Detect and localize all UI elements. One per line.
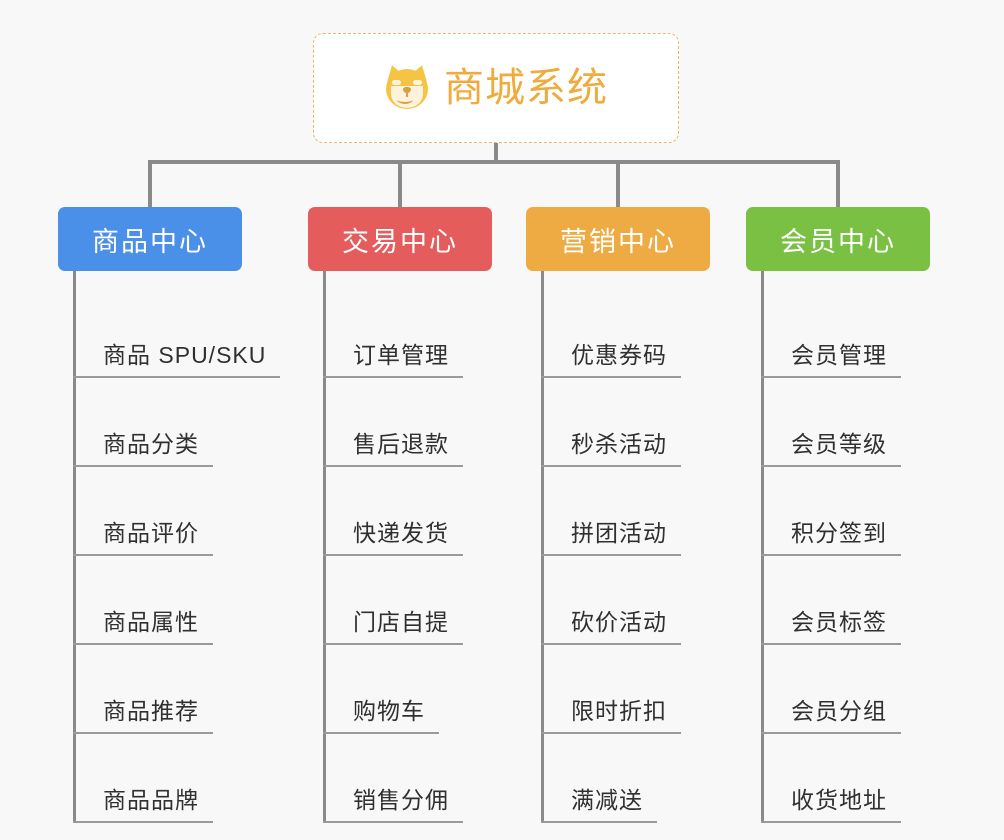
connector-root-stem [494, 143, 498, 164]
branch-header-product-center[interactable]: 商品中心 [58, 207, 242, 271]
leaf-label: 秒杀活动 [541, 425, 681, 467]
connector-drop-product-center [148, 160, 152, 207]
branch-header-label: 商品中心 [92, 226, 208, 257]
leaf-label: 订单管理 [323, 336, 463, 378]
leaf-label: 商品推荐 [73, 692, 213, 734]
leaf-label: 门店自提 [323, 603, 463, 645]
list-item[interactable]: 拼团活动 [526, 467, 756, 556]
list-item[interactable]: 会员分组 [746, 645, 976, 734]
leaf-label: 收货地址 [761, 781, 901, 823]
leaf-label: 商品属性 [73, 603, 213, 645]
connector-drop-member-center [836, 160, 840, 207]
list-item[interactable]: 优惠券码 [526, 289, 756, 378]
list-item[interactable]: 收货地址 [746, 734, 976, 823]
branch-header-label: 交易中心 [342, 226, 458, 257]
leaf-label: 销售分佣 [323, 781, 463, 823]
list-item[interactable]: 商品分类 [58, 378, 298, 467]
list-item[interactable]: 门店自提 [308, 556, 538, 645]
list-item[interactable]: 商品 SPU/SKU [58, 289, 298, 378]
leaf-label: 商品品牌 [73, 781, 213, 823]
list-item[interactable]: 购物车 [308, 645, 538, 734]
leaf-label: 商品 SPU/SKU [73, 336, 281, 378]
leaf-label: 满减送 [541, 781, 657, 823]
list-item[interactable]: 会员标签 [746, 556, 976, 645]
branch-trunk [73, 271, 76, 823]
list-item[interactable]: 会员管理 [746, 289, 976, 378]
branch-header-label: 营销中心 [560, 226, 676, 257]
leaf-label: 拼团活动 [541, 514, 681, 556]
branch-trunk [541, 271, 544, 823]
branch-member-center: 会员中心 会员管理 会员等级 积分签到 会员标签 会员分组 收货地址 [746, 207, 976, 823]
list-item[interactable]: 砍价活动 [526, 556, 756, 645]
leaf-label: 会员管理 [761, 336, 901, 378]
branch-body-trade-center: 订单管理 售后退款 快递发货 门店自提 购物车 销售分佣 [308, 271, 538, 823]
branch-header-label: 会员中心 [780, 226, 896, 257]
branch-marketing-center: 营销中心 优惠券码 秒杀活动 拼团活动 砍价活动 限时折扣 满减送 [526, 207, 756, 823]
branch-header-marketing-center[interactable]: 营销中心 [526, 207, 710, 271]
list-item[interactable]: 限时折扣 [526, 645, 756, 734]
list-item[interactable]: 秒杀活动 [526, 378, 756, 467]
leaf-label: 会员标签 [761, 603, 901, 645]
leaf-label: 售后退款 [323, 425, 463, 467]
list-item[interactable]: 会员等级 [746, 378, 976, 467]
branch-header-member-center[interactable]: 会员中心 [746, 207, 930, 271]
branch-trunk [761, 271, 764, 823]
list-item[interactable]: 满减送 [526, 734, 756, 823]
connector-horizontal-bus [150, 160, 840, 164]
list-item[interactable]: 商品推荐 [58, 645, 298, 734]
list-item[interactable]: 销售分佣 [308, 734, 538, 823]
list-item[interactable]: 积分签到 [746, 467, 976, 556]
branch-body-member-center: 会员管理 会员等级 积分签到 会员标签 会员分组 收货地址 [746, 271, 976, 823]
root-title: 商城系统 [444, 66, 608, 110]
list-item[interactable]: 商品评价 [58, 467, 298, 556]
root-node[interactable]: 商城系统 [313, 33, 679, 143]
list-item[interactable]: 订单管理 [308, 289, 538, 378]
branch-header-trade-center[interactable]: 交易中心 [308, 207, 492, 271]
list-item[interactable]: 商品属性 [58, 556, 298, 645]
list-item[interactable]: 售后退款 [308, 378, 538, 467]
branch-product-center: 商品中心 商品 SPU/SKU 商品分类 商品评价 商品属性 商品推荐 商品品牌 [58, 207, 298, 823]
leaf-label: 会员等级 [761, 425, 901, 467]
leaf-label: 积分签到 [761, 514, 901, 556]
branch-body-product-center: 商品 SPU/SKU 商品分类 商品评价 商品属性 商品推荐 商品品牌 [58, 271, 298, 823]
leaf-label: 会员分组 [761, 692, 901, 734]
leaf-label: 商品分类 [73, 425, 213, 467]
leaf-label: 限时折扣 [541, 692, 681, 734]
leaf-label: 商品评价 [73, 514, 213, 556]
leaf-label: 砍价活动 [541, 603, 681, 645]
branch-body-marketing-center: 优惠券码 秒杀活动 拼团活动 砍价活动 限时折扣 满减送 [526, 271, 756, 823]
branch-trade-center: 交易中心 订单管理 售后退款 快递发货 门店自提 购物车 销售分佣 [308, 207, 538, 823]
leaf-label: 快递发货 [323, 514, 463, 556]
connector-drop-trade-center [398, 160, 402, 207]
list-item[interactable]: 快递发货 [308, 467, 538, 556]
list-item[interactable]: 商品品牌 [58, 734, 298, 823]
connector-drop-marketing-center [616, 160, 620, 207]
leaf-label: 优惠券码 [541, 336, 681, 378]
branch-trunk [323, 271, 326, 823]
shiba-inu-dog-icon [383, 62, 431, 111]
leaf-label: 购物车 [323, 692, 439, 734]
